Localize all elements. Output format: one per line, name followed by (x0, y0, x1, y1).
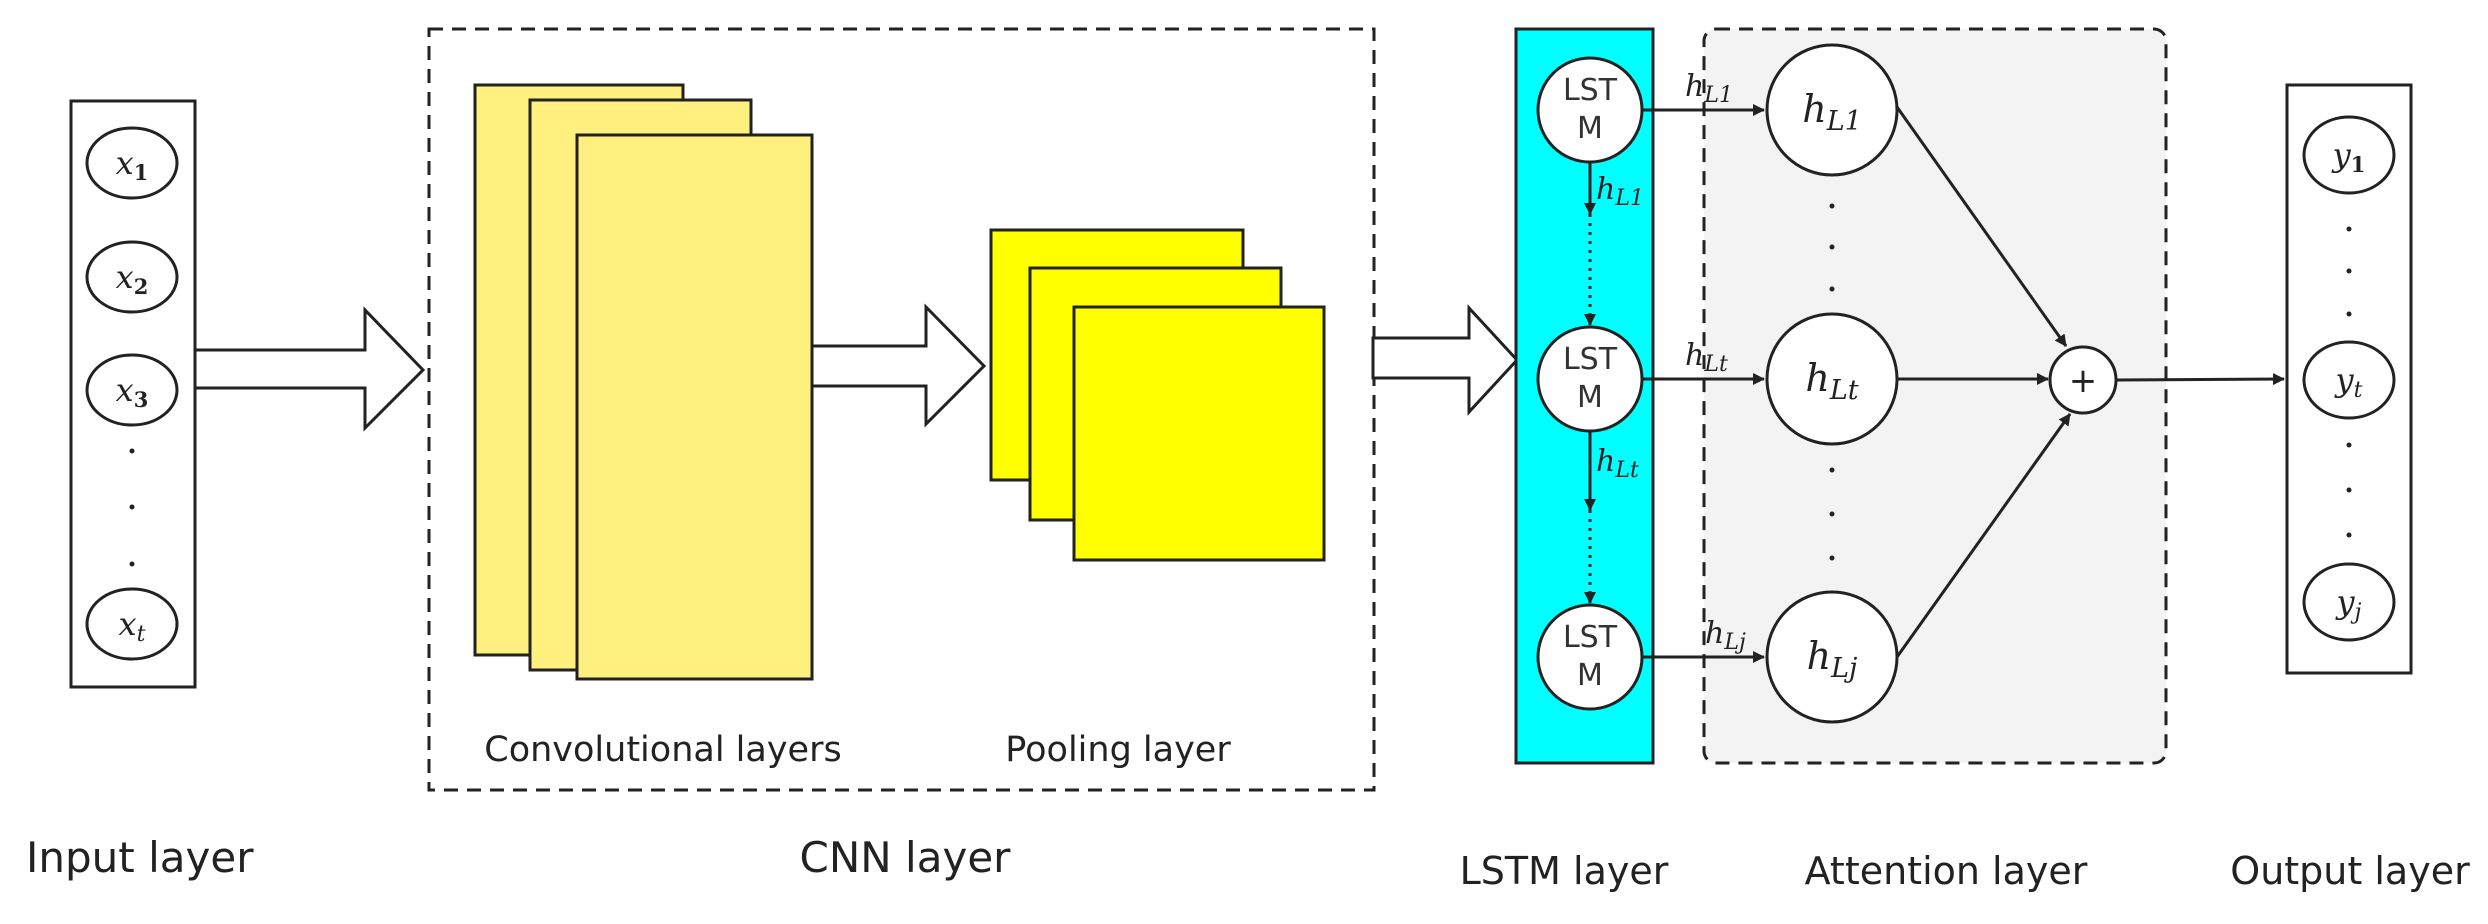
lstm-cell-3: LST M (1536, 603, 1644, 711)
input-node-3: x3 (85, 353, 179, 427)
input-node-1-base: x (116, 144, 134, 182)
lstm-cell-2-line2: M (1577, 380, 1603, 415)
attention-dots-lower (1829, 467, 1835, 561)
svg-text:hL1: hL1 (1802, 87, 1862, 137)
lstm-cell-1: LST M (1536, 56, 1644, 164)
lstm-cell-2: LST M (1536, 325, 1644, 433)
attention-node-2: hLt (1765, 312, 1899, 446)
arrow-sum-to-output (2115, 373, 2285, 386)
lstm-cell-2-line1: LST (1563, 342, 1618, 377)
lstm-layer-caption: LSTM layer (1460, 849, 1669, 893)
svg-text:x2: x2 (116, 258, 149, 299)
input-node-t: xt (85, 587, 179, 661)
arrow-label-hLj: hLj (1705, 616, 1746, 655)
conv-to-pool-block-arrow (810, 303, 987, 428)
cnn-to-lstm-block-arrow (1371, 304, 1520, 416)
lstm-cell-3-line1: LST (1563, 620, 1618, 655)
svg-text:x1: x1 (116, 144, 149, 185)
arrow-att3-to-sum (1895, 413, 2072, 658)
input-node-t-sub: t (137, 622, 146, 647)
lstm-down-label-1: hL1 (1596, 172, 1644, 211)
conv-layer-front (575, 133, 814, 681)
cnn-layer-dashed-box (427, 27, 1376, 792)
input-node-3-base: x (116, 371, 134, 409)
pool-map-front (1072, 305, 1326, 562)
svg-text:yt: yt (2334, 361, 2363, 403)
sum-symbol: + (2069, 361, 2098, 401)
lstm-cell-3-line2: M (1577, 658, 1603, 693)
attention-layer-dashed-box (1702, 27, 2168, 765)
output-layer-caption: Output layer (2230, 849, 2470, 893)
input-to-cnn-block-arrow (193, 306, 426, 432)
input-node-2: x2 (85, 240, 179, 314)
attention-node-1: hL1 (1765, 43, 1899, 177)
svg-text:hLt: hLt (1805, 356, 1858, 406)
attention-layer-caption: Attention layer (1805, 849, 2088, 893)
input-layer-caption: Input layer (26, 833, 254, 882)
input-node-1: x1 (85, 126, 179, 200)
cnn-layer-caption: CNN layer (800, 833, 1012, 882)
input-node-t-base: x (119, 605, 137, 643)
attention-dots-upper (1829, 203, 1835, 292)
svg-text:y1: y1 (2331, 136, 2366, 177)
input-ellipsis-dots (129, 448, 135, 567)
pooling-layer-label: Pooling layer (1005, 730, 1231, 770)
input-node-2-sub: 2 (134, 274, 149, 299)
output-dots-lower (2346, 442, 2352, 538)
arrow-label-hLt: hLt (1685, 338, 1728, 377)
sum-node: + (2048, 345, 2118, 415)
lstm-down-label-2: hLt (1596, 444, 1639, 483)
input-node-1-sub: 1 (134, 160, 149, 185)
attention-node-3: hLj (1765, 590, 1899, 724)
input-node-2-base: x (116, 258, 134, 296)
svg-text:hLj: hLj (1807, 634, 1858, 684)
arrow-label-hL1: hL1 (1685, 69, 1733, 108)
output-node-t: yt (2302, 340, 2396, 420)
svg-text:xt: xt (119, 605, 146, 647)
input-node-3-sub: 3 (134, 387, 149, 412)
output-node-j: yj (2302, 562, 2396, 642)
arrow-att1-to-sum (1895, 106, 2068, 347)
conv-layers-label: Convolutional layers (484, 730, 841, 770)
svg-text:x3: x3 (116, 371, 149, 412)
svg-text:yj: yj (2335, 583, 2362, 625)
output-node-1: y1 (2302, 115, 2396, 195)
lstm-cell-1-line1: LST (1563, 73, 1618, 108)
output-dots-upper (2346, 226, 2352, 317)
lstm-cell-1-line2: M (1577, 111, 1603, 146)
